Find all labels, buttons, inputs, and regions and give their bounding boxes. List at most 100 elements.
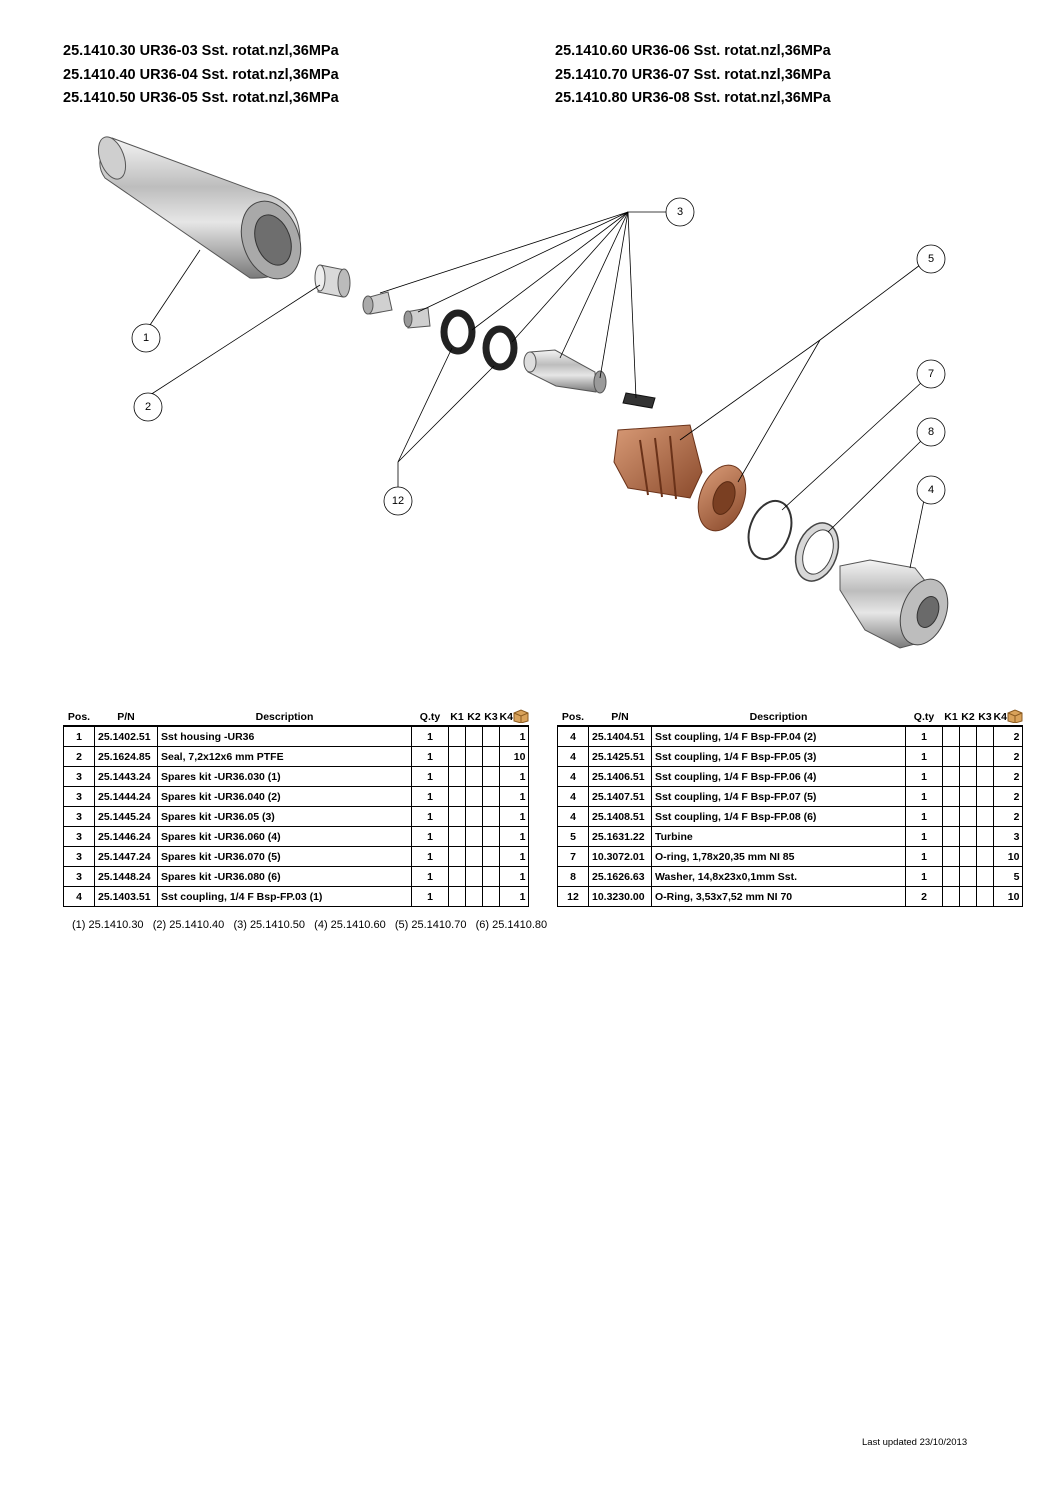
callout-circle: [383, 486, 413, 516]
cell-part-number: 25.1406.51: [588, 766, 652, 787]
cell-pos: 12: [557, 886, 589, 907]
header-pn: P/N: [117, 711, 135, 723]
cell-k1: [942, 786, 960, 807]
cell-description: Spares kit -UR36.060 (4): [157, 826, 412, 847]
cell-qty: 1: [411, 786, 449, 807]
cell-qty: 1: [411, 886, 449, 907]
cell-k3: [976, 886, 994, 907]
cell-description: Spares kit -UR36.070 (5): [157, 846, 412, 867]
cell-part-number: 25.1447.24: [94, 846, 158, 867]
header-description: Description: [255, 711, 314, 723]
package-box-icon: [1007, 709, 1023, 723]
cell-qty: 1: [905, 826, 943, 847]
model-title: 25.1410.50 UR36-05 Sst. rotat.nzl,36MPa: [63, 90, 339, 106]
cell-k4: 1: [498, 806, 530, 827]
cell-qty: 1: [905, 786, 943, 807]
cell-k3: [976, 766, 994, 787]
callout-label: 5: [928, 253, 934, 265]
cell-k2: [465, 866, 483, 887]
cell-k2: [959, 786, 977, 807]
header-k4-label: K4: [993, 711, 1007, 723]
cell-part-number: 25.1403.51: [94, 886, 158, 907]
cell-qty: 1: [411, 725, 449, 747]
cell-k1: [942, 826, 960, 847]
cell-k1: [942, 725, 960, 747]
cell-k3: [976, 866, 994, 887]
cell-k2: [959, 746, 977, 767]
header-k1: K1: [450, 711, 464, 723]
cell-description: Spares kit -UR36.080 (6): [157, 866, 412, 887]
cell-k1: [942, 886, 960, 907]
package-box-icon: [513, 709, 529, 723]
cell-k4: 1: [498, 725, 530, 747]
cell-k3: [482, 806, 500, 827]
o-ring-part: [440, 309, 476, 355]
model-title: 25.1410.80 UR36-08 Sst. rotat.nzl,36MPa: [555, 90, 831, 106]
cell-k2: [959, 826, 977, 847]
cell-k4: 3: [992, 826, 1024, 847]
table-header-row: Pos. P/N Description Q.ty K1 K2 K3 K4: [558, 703, 1023, 726]
cell-description: Sst coupling, 1/4 F Bsp-FP.04 (2): [651, 725, 906, 747]
cell-part-number: 10.3230.00: [588, 886, 652, 907]
shaft-part: [523, 349, 607, 394]
header-k4: K4: [500, 703, 529, 726]
cell-description: Seal, 7,2x12x6 mm PTFE: [157, 746, 412, 767]
cell-qty: 1: [411, 806, 449, 827]
cell-k1: [942, 806, 960, 827]
cell-k3: [976, 746, 994, 767]
cell-qty: 1: [905, 846, 943, 867]
cell-k2: [465, 886, 483, 907]
cell-k1: [448, 846, 466, 867]
model-footnote: (1) 25.1410.30 (2) 25.1410.40 (3) 25.141…: [72, 919, 548, 931]
callout-circle: [916, 417, 946, 447]
header-k4: K4: [994, 703, 1023, 726]
cell-part-number: 25.1445.24: [94, 806, 158, 827]
cell-k4: 2: [992, 746, 1024, 767]
cell-k3: [482, 886, 500, 907]
cell-description: O-ring, 1,78x20,35 mm NI 85: [651, 846, 906, 867]
housing-part: [97, 136, 302, 280]
cell-description: Spares kit -UR36.030 (1): [157, 766, 412, 787]
cell-k4: 2: [992, 806, 1024, 827]
cell-part-number: 25.1631.22: [588, 826, 652, 847]
cell-k2: [959, 866, 977, 887]
cell-description: Sst coupling, 1/4 F Bsp-FP.08 (6): [651, 806, 906, 827]
cell-k4: 2: [992, 725, 1024, 747]
cell-k3: [976, 826, 994, 847]
cell-k4: 5: [992, 866, 1024, 887]
cell-pos: 4: [63, 886, 95, 907]
header-k3: K3: [978, 711, 992, 723]
cell-k2: [465, 806, 483, 827]
cell-description: Sst housing -UR36: [157, 725, 412, 747]
cell-k1: [942, 866, 960, 887]
cell-part-number: 25.1402.51: [94, 725, 158, 747]
cell-qty: 1: [411, 766, 449, 787]
cell-k3: [976, 846, 994, 867]
cell-pos: 7: [557, 846, 589, 867]
cell-qty: 1: [905, 746, 943, 767]
callout-label: 3: [677, 206, 683, 218]
cell-k1: [448, 886, 466, 907]
cell-pos: 3: [63, 866, 95, 887]
cell-k4: 2: [992, 786, 1024, 807]
cell-k1: [448, 766, 466, 787]
header-qty: Q.ty: [913, 711, 935, 723]
header-k1: K1: [944, 711, 958, 723]
cell-k4: 1: [498, 786, 530, 807]
cell-k1: [942, 746, 960, 767]
callout-label: 12: [392, 495, 404, 507]
cell-qty: 1: [411, 846, 449, 867]
cell-k4: 1: [498, 866, 530, 887]
cell-pos: 3: [63, 826, 95, 847]
cell-pos: 5: [557, 826, 589, 847]
cell-pos: 4: [557, 725, 589, 747]
cell-k4: 10: [498, 746, 530, 767]
